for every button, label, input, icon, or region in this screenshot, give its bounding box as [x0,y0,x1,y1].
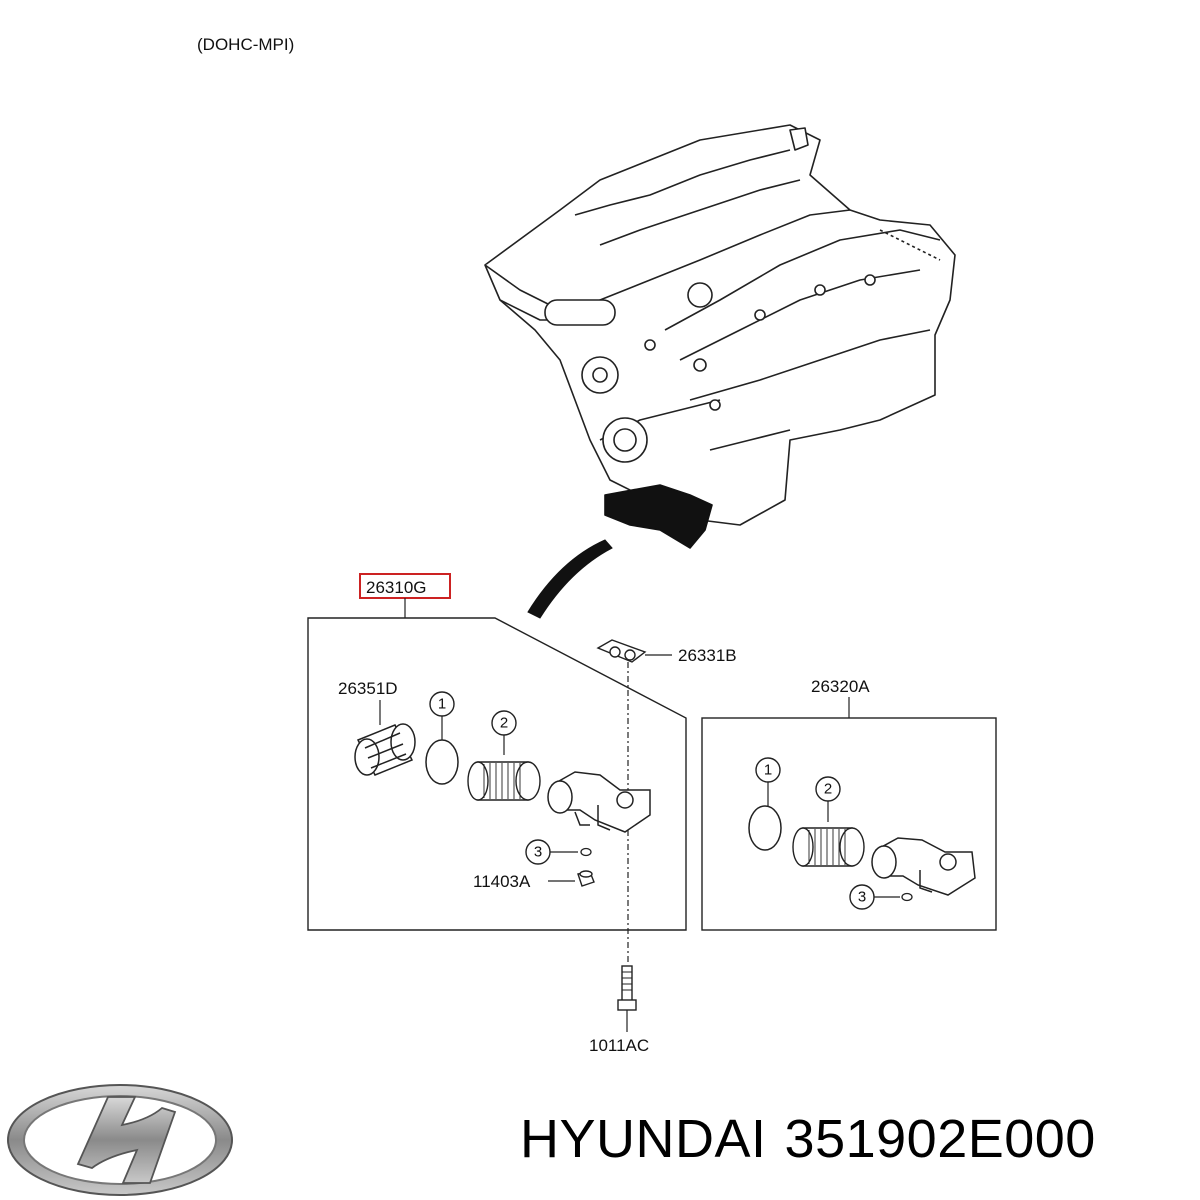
kit-callout-2-label: 2 [824,781,832,798]
kit-o-ring-illustration [748,805,782,851]
hyundai-logo [7,1084,233,1196]
bolt-illustration [617,965,637,1011]
kit-frame [701,717,997,931]
engine-block-illustration [484,124,956,549]
main-part-label: 26310G [366,578,427,597]
housing-illustration [547,771,651,833]
washer-illustration [580,847,592,857]
gasket-illustration [596,639,647,663]
o-ring-illustration [425,739,459,785]
kit-washer-illustration [901,892,913,902]
bolt-label: 1011AC [589,1036,649,1055]
drain-plug-illustration [577,870,595,887]
filter-element-illustration [467,761,541,801]
brand-name: HYUNDAI [520,1109,767,1169]
kit-label: 26320A [811,677,870,696]
gasket-label: 26331B [678,646,737,665]
kit-callout-1-label: 1 [764,762,772,779]
part-number: 351902E000 [784,1109,1096,1169]
variant-label: (DOHC-MPI) [197,35,294,54]
kit-callout-3-label: 3 [858,889,866,906]
drain-plug-label: 11403A [473,872,531,891]
kit-filter-element-illustration [792,827,865,867]
assembly-frame [307,617,687,931]
callout-1-label: 1 [438,696,446,713]
footer-brand-line: HYUNDAI 351902E000 [520,1108,1114,1170]
pointer-arc [527,539,613,619]
kit-housing-illustration [871,837,976,896]
cap-label: 26351D [338,679,398,698]
cap-illustration [354,723,416,776]
callout-3-label: 3 [534,844,542,861]
callout-2-label: 2 [500,715,508,732]
